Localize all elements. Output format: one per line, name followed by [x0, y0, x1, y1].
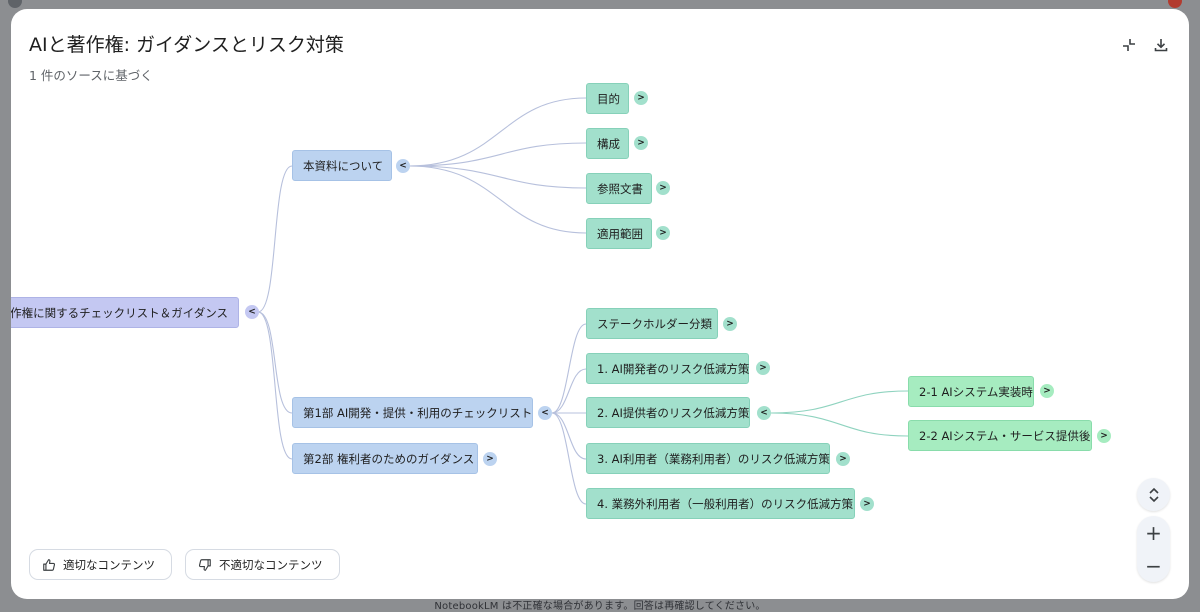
mindmap-root-node[interactable]: 著作権に関するチェックリスト＆ガイダンス: [11, 297, 239, 328]
good-content-label: 適切なコンテンツ: [63, 557, 155, 572]
leaf-node-purpose[interactable]: 目的: [586, 83, 629, 114]
general-user-expand-toggle[interactable]: >: [860, 497, 874, 511]
mindmap-panel: AIと著作権: ガイダンスとリスク対策 1 件のソースに基づく: [11, 9, 1189, 599]
zoom-out-button[interactable]: −: [1145, 553, 1162, 578]
leaf-node-ai-developer[interactable]: 1. AI開発者のリスク低減方策: [586, 353, 749, 384]
stakeholders-expand-toggle[interactable]: >: [723, 317, 737, 331]
part1-collapse-toggle[interactable]: <: [538, 406, 552, 420]
mindmap-connectors: [257, 97, 909, 505]
purpose-expand-toggle[interactable]: >: [634, 91, 648, 105]
ai-developer-expand-toggle[interactable]: >: [756, 361, 770, 375]
leaf-node-structure[interactable]: 構成: [586, 128, 629, 159]
business-user-expand-toggle[interactable]: >: [836, 452, 850, 466]
post-release-expand-toggle[interactable]: >: [1097, 429, 1111, 443]
grandchild-node-implementation[interactable]: 2-1 AIシステム実装時: [908, 376, 1034, 407]
grandchild-node-post-release[interactable]: 2-2 AIシステム・サービス提供後: [908, 420, 1092, 451]
leaf-node-business-user[interactable]: 3. AI利用者（業務利用者）のリスク低減方策: [586, 443, 830, 474]
leaf-label-purpose: 目的: [597, 91, 620, 106]
root-collapse-toggle[interactable]: <: [245, 305, 259, 319]
leaf-label-references: 参照文書: [597, 181, 643, 196]
zoom-controls: + −: [1137, 516, 1170, 582]
leaf-node-stakeholders[interactable]: ステークホルダー分類: [586, 308, 718, 339]
zoom-in-button[interactable]: +: [1145, 520, 1162, 545]
thumbs-up-icon: [43, 558, 56, 571]
expand-collapse-all-button[interactable]: [1137, 478, 1170, 511]
page-title: AIと著作権: ガイダンスとリスク対策: [29, 34, 344, 56]
bad-content-label: 不適切なコンテンツ: [219, 557, 323, 572]
good-content-button[interactable]: 適切なコンテンツ: [29, 549, 172, 580]
unfold-icon: [1148, 487, 1159, 502]
branch-label-part1: 第1部 AI開発・提供・利用のチェックリスト: [303, 405, 533, 420]
thumbs-down-icon: [198, 558, 211, 571]
about-collapse-toggle[interactable]: <: [396, 159, 410, 173]
leaf-label-ai-developer: 1. AI開発者のリスク低減方策: [597, 361, 750, 376]
leaf-label-ai-provider: 2. AI提供者のリスク低減方策: [597, 405, 750, 420]
background-window-dot: [8, 0, 22, 8]
leaf-label-stakeholders: ステークホルダー分類: [597, 316, 712, 331]
leaf-node-scope[interactable]: 適用範囲: [586, 218, 652, 249]
leaf-node-ai-provider[interactable]: 2. AI提供者のリスク低減方策: [586, 397, 750, 428]
leaf-label-business-user: 3. AI利用者（業務利用者）のリスク低減方策: [597, 451, 830, 466]
branch-label-part2: 第2部 権利者のためのガイダンス: [303, 451, 475, 466]
leaf-label-scope: 適用範囲: [597, 226, 643, 241]
ai-provider-collapse-toggle[interactable]: <: [757, 406, 771, 420]
download-icon: [1154, 39, 1168, 52]
collapse-icon: [1123, 39, 1135, 51]
leaf-label-structure: 構成: [597, 136, 620, 151]
source-count-subtitle: 1 件のソースに基づく: [29, 68, 153, 83]
bad-content-button[interactable]: 不適切なコンテンツ: [185, 549, 340, 580]
branch-label-about: 本資料について: [303, 158, 384, 173]
download-button[interactable]: [1149, 33, 1173, 57]
root-node-label: 著作権に関するチェックリスト＆ガイダンス: [11, 305, 228, 320]
grandchild-label-implementation: 2-1 AIシステム実装時: [919, 384, 1033, 399]
structure-expand-toggle[interactable]: >: [634, 136, 648, 150]
branch-node-part2[interactable]: 第2部 権利者のためのガイダンス: [292, 443, 478, 474]
part2-expand-toggle[interactable]: >: [483, 452, 497, 466]
background-avatar-dot: [1168, 0, 1182, 8]
collapse-button[interactable]: [1117, 33, 1141, 57]
leaf-node-references[interactable]: 参照文書: [586, 173, 652, 204]
disclaimer-footer: NotebookLM は不正確な場合があります。回答は再確認してください。: [434, 601, 766, 612]
branch-node-about[interactable]: 本資料について: [292, 150, 392, 181]
branch-node-part1[interactable]: 第1部 AI開発・提供・利用のチェックリスト: [292, 397, 533, 428]
implementation-expand-toggle[interactable]: >: [1040, 384, 1054, 398]
leaf-node-general-user[interactable]: 4. 業務外利用者（一般利用者）のリスク低減方策: [586, 488, 855, 519]
scope-expand-toggle[interactable]: >: [656, 226, 670, 240]
leaf-label-general-user: 4. 業務外利用者（一般利用者）のリスク低減方策: [597, 496, 854, 511]
grandchild-label-post-release: 2-2 AIシステム・サービス提供後: [919, 428, 1091, 443]
references-expand-toggle[interactable]: >: [656, 181, 670, 195]
